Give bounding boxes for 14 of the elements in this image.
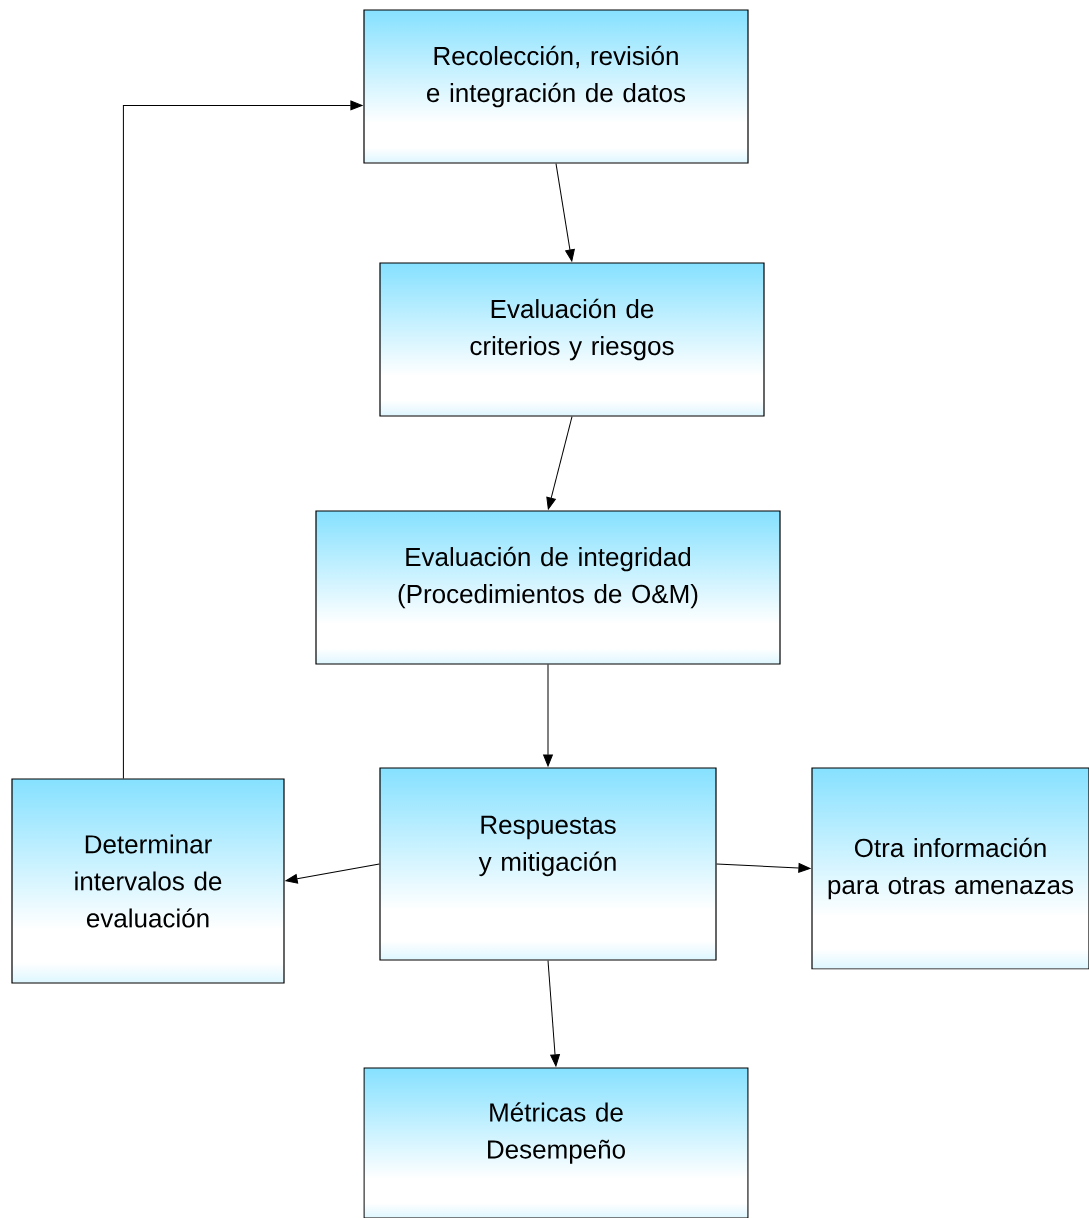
arrow: [547, 960, 560, 1067]
arrow: [122, 100, 363, 779]
process-box: Evaluación de integridad (Procedimientos de O&M): [315, 510, 781, 665]
process-box: Determinar intervalos de evaluación: [11, 778, 285, 984]
process-box: Otra información para otras amenazas: [811, 767, 1089, 970]
arrow: [543, 664, 553, 767]
process-box: Respuestas y mitigación: [379, 767, 717, 961]
arrow: [555, 163, 575, 262]
arrow: [546, 416, 573, 510]
arrow: [716, 863, 811, 873]
process-box: Recolección, revisión e integración de datos: [363, 9, 749, 164]
process-box: Evaluación de criterios y riesgos: [379, 262, 765, 417]
process-box: Métricas de Desempeño: [363, 1067, 749, 1218]
arrow: [285, 863, 380, 884]
